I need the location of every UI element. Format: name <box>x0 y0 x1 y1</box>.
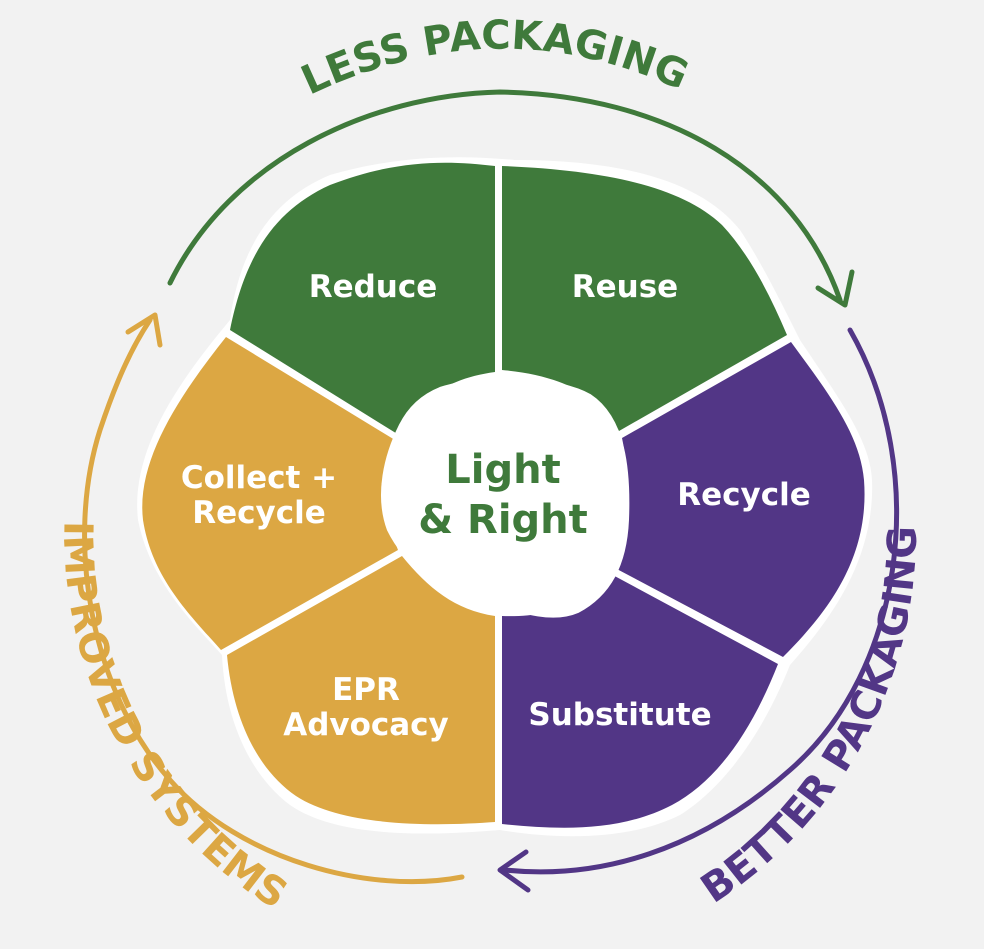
green-cycle-arrow <box>167 89 843 303</box>
gold-cycle-arrow <box>82 317 465 885</box>
segment-recycle[interactable] <box>613 342 865 657</box>
segment-recycle-label: Recycle <box>677 477 811 513</box>
segment-substitute[interactable] <box>502 573 778 828</box>
center-blob <box>381 377 630 618</box>
green-arrowhead-icon <box>815 269 855 308</box>
segment-reuse-label: Reuse <box>572 269 678 305</box>
purple-arrowhead-icon <box>497 849 531 893</box>
segment-reuse[interactable] <box>502 166 787 431</box>
segment-reduce-label: Reduce <box>309 269 438 305</box>
center-title-line1: Light <box>445 447 560 493</box>
segment-substitute-label: Substitute <box>528 697 711 733</box>
center-title-line2: & Right <box>418 497 588 543</box>
segment-collect-recycle[interactable] <box>142 337 398 650</box>
gold-arrowhead-icon <box>125 312 163 348</box>
segment-epr-advocacy[interactable] <box>227 556 495 825</box>
segment-reduce[interactable] <box>230 162 495 436</box>
purple-cycle-arrow <box>502 327 900 875</box>
segment-epr-label-line1: EPR <box>332 672 400 708</box>
segment-collect-label-line1: Collect + <box>181 460 337 496</box>
segment-epr-label-line2: Advocacy <box>283 707 449 743</box>
segment-collect-label-line2: Recycle <box>192 495 326 531</box>
